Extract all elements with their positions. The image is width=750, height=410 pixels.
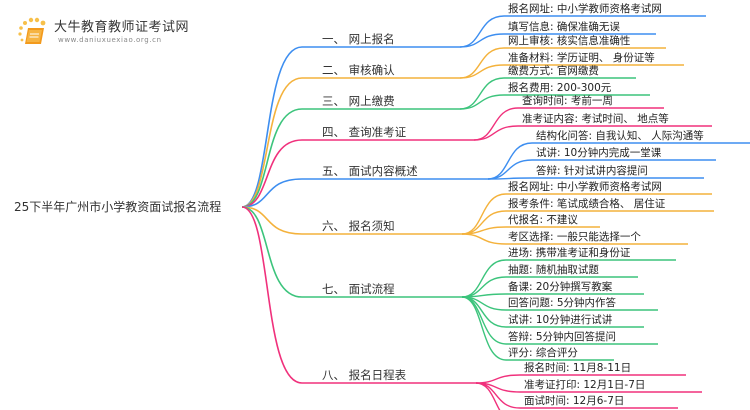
leaf-link	[475, 382, 501, 410]
mind-map-links	[241, 15, 750, 410]
leaf-node[interactable]: 缴费方式: 官网缴费	[508, 64, 599, 77]
logo-url: www.daniuxuexiao.org.cn	[58, 36, 162, 44]
leaf-link	[473, 125, 712, 141]
leaf-node[interactable]: 报名网址: 中小学教师资格考试网	[508, 2, 662, 15]
site-logo[interactable]: 大牛教育教师证考试网 www.daniuxuexiao.org.cn	[14, 14, 244, 50]
leaf-link	[459, 64, 684, 79]
leaf-node[interactable]: 答辩: 5分钟内回答提问	[508, 330, 616, 343]
branch-link	[241, 206, 462, 235]
leaf-node[interactable]: 准考证打印: 12月1日-7日	[524, 378, 645, 391]
root-node[interactable]: 25下半年广州市小学教资面试报名流程	[14, 199, 221, 214]
leaf-node[interactable]: 报名时间: 11月8-11日	[524, 361, 631, 374]
branch-node[interactable]: 四、 查询准考证	[322, 125, 407, 139]
leaf-node[interactable]: 回答问题: 5分钟内作答	[508, 296, 617, 309]
branch-link	[241, 46, 460, 208]
leaf-link	[459, 94, 650, 110]
branch-node[interactable]: 一、 网上报名	[322, 32, 395, 46]
leaf-link	[459, 33, 656, 48]
leaf-node[interactable]: 查询时间: 考前一周	[522, 94, 613, 107]
leaf-node[interactable]: 抽题: 随机抽取试题	[508, 263, 599, 276]
book-icon	[18, 17, 46, 44]
leaf-node[interactable]: 准备材料: 学历证明、 身份证等	[508, 51, 655, 64]
branch-node[interactable]: 二、 审核确认	[322, 63, 395, 77]
leaf-node[interactable]: 报考条件: 笔试成绩合格、 居住证	[508, 197, 666, 210]
leaf-link	[461, 233, 688, 245]
branch-link	[241, 206, 462, 298]
leaf-node[interactable]: 填写信息: 确保准确无误	[508, 20, 620, 33]
leaf-node[interactable]: 报名网址: 中小学教师资格考试网	[508, 180, 662, 193]
leaf-link	[461, 296, 614, 361]
leaf-node[interactable]: 面试时间: 12月6-7日	[524, 394, 624, 407]
branch-link	[241, 206, 476, 384]
leaf-node[interactable]: 考区选择: 一般只能选择一个	[508, 230, 641, 243]
branch-node[interactable]: 八、 报名日程表	[322, 368, 407, 382]
branch-node[interactable]: 五、 面试内容概述	[322, 164, 418, 178]
leaf-link	[461, 193, 712, 235]
leaf-link	[461, 259, 676, 298]
leaf-node[interactable]: 试讲: 10分钟内完成一堂课	[536, 146, 662, 159]
leaf-node[interactable]: 进场: 携带准考证和身份证	[508, 246, 631, 259]
branch-link	[241, 139, 474, 208]
leaf-link	[487, 142, 750, 180]
leaf-node[interactable]: 结构化问答: 自我认知、 人际沟通等	[536, 129, 704, 142]
branch-link	[241, 77, 460, 208]
leaf-node[interactable]: 评分: 综合评分	[508, 346, 578, 359]
leaf-node[interactable]: 网上审核: 核实信息准确性	[508, 34, 630, 47]
leaf-node[interactable]: 代报名: 不建议	[508, 213, 578, 226]
leaf-node[interactable]: 准考证内容: 考试时间、 地点等	[522, 112, 669, 125]
logo-title: 大牛教育教师证考试网	[54, 20, 190, 35]
leaf-node[interactable]: 答辩: 针对试讲内容提问	[536, 164, 648, 177]
leaf-node[interactable]: 备课: 20分钟撰写教案	[508, 280, 613, 293]
leaf-node[interactable]: 试讲: 10分钟进行试讲	[508, 313, 613, 326]
branch-node[interactable]: 七、 面试流程	[322, 282, 395, 296]
leaf-node[interactable]: 报名费用: 200-300元	[508, 81, 612, 94]
leaf-link	[487, 177, 704, 180]
branch-link	[241, 178, 488, 208]
branch-node[interactable]: 六、 报名须知	[322, 219, 395, 233]
branch-node[interactable]: 三、 网上缴费	[322, 94, 395, 108]
branch-link	[241, 108, 460, 208]
